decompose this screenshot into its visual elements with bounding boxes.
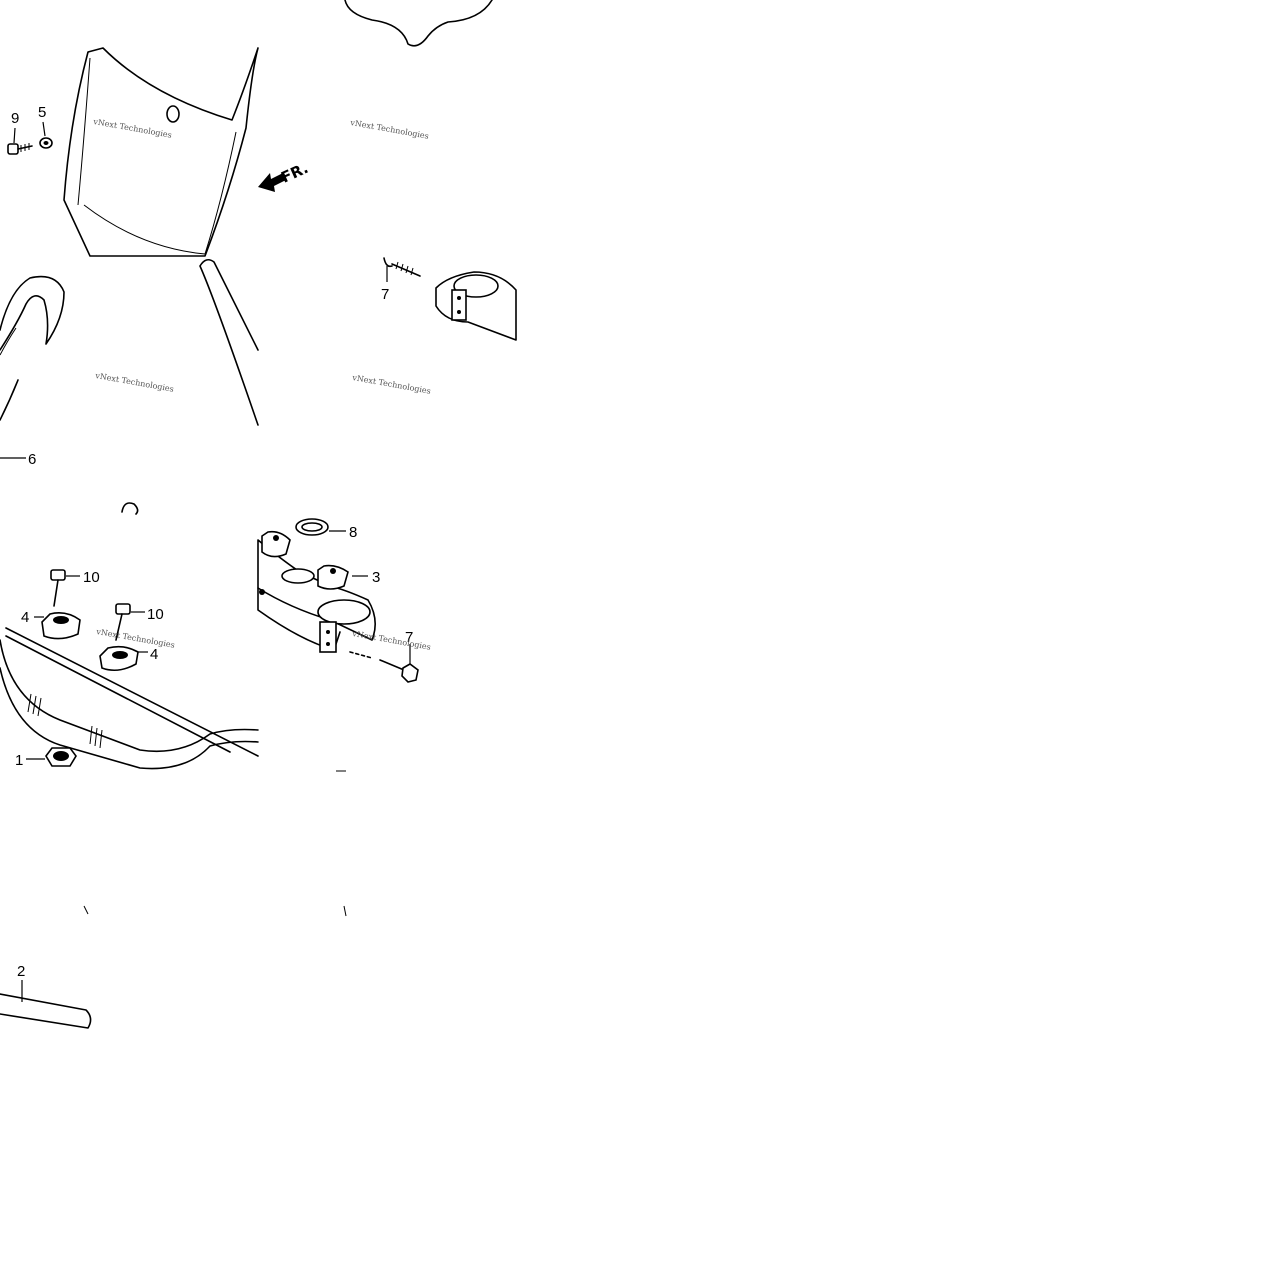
washer-5 [39,137,53,149]
callout-8: 8 [349,524,357,541]
bolt-10-right [115,603,131,641]
handlebar [0,639,259,753]
bolt-7-upper [383,257,421,277]
bolt-10-left [50,569,66,607]
fork-cover [344,0,493,47]
nut-1 [45,747,77,767]
callout-5: 5 [38,104,46,121]
tile-grip: 2 [0,905,347,1029]
knurl-marks [27,693,103,749]
bolt-9 [7,143,33,155]
holder-4-left [41,612,81,640]
top-bridge-3 [257,530,376,653]
handlebar-crossbar [5,627,259,757]
callout-7-upper: 7 [381,286,389,303]
callout-3: 3 [372,569,380,586]
tile-cable-guide: 6 7 vNext Technologies vNext Technologie… [0,257,517,468]
cable-guide-6 [0,275,65,351]
fork-tube [199,258,259,426]
front-direction-arrow: FR. [258,159,311,192]
watermark-6: vNext Technologies [351,629,432,652]
watermark-4: vNext Technologies [351,373,432,396]
watermark-5: vNext Technologies [95,627,176,650]
callout-10-left: 10 [83,569,100,586]
callout-4-left: 4 [21,609,29,626]
watermark-1: vNext Technologies [92,117,173,140]
washer-8 [295,518,329,536]
number-plate [63,47,259,257]
holder-4-right [99,645,139,672]
callout-2: 2 [17,963,25,980]
grip-2 [0,993,92,1029]
direction-label: FR. [278,159,311,187]
callout-4-right: 4 [150,646,158,663]
callout-9: 9 [11,110,19,127]
lower-triple-clamp-top [435,271,517,341]
plate-hole [166,105,180,123]
tile-handlebar-mount: 10 10 4 4 [0,502,432,772]
watermark-2: vNext Technologies [349,118,430,141]
bolt-7-lower [349,651,419,683]
callout-6: 6 [28,451,36,468]
callout-7-lower: 7 [405,629,413,646]
watermark-3: vNext Technologies [94,371,175,394]
callout-1: 1 [15,752,23,769]
callout-10-right: 10 [147,606,164,623]
tile-number-plate: 9 5 FR. vNext Technologies vNext Technol… [7,0,493,257]
